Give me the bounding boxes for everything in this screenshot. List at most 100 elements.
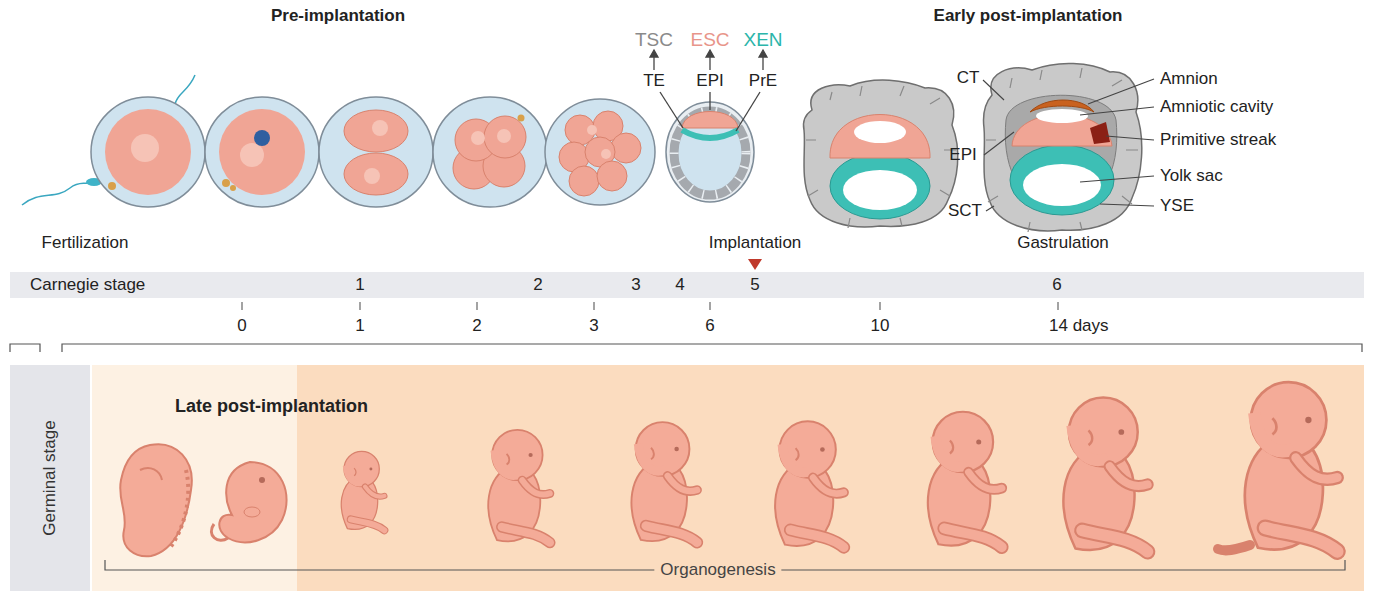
pronuclear-embryo [205,97,319,207]
implanted-embryo [830,115,930,159]
zygote [91,97,205,207]
germinal-stage-box: Germinal stage [10,365,90,591]
implanted-embryo [803,80,957,228]
gastrulating-embryo [986,68,1138,232]
implanted-embryo [843,170,917,210]
tissue-label: PrE [749,71,777,91]
fetus-figure [1063,398,1147,552]
stage-number: 1 [355,275,364,295]
morula [545,99,655,205]
early-somite-embryo [120,444,192,556]
blastocyst [674,111,746,195]
structure-label: Amniotic cavity [1160,97,1273,117]
gastrulating-embryo [983,63,1141,232]
event-label: Fertilization [42,233,129,253]
leader-lines [1080,107,1154,115]
panel-title: Late post-implantation [175,396,368,418]
morula [587,125,597,135]
fetus-figure [928,412,1002,547]
timeline-ticks [359,302,360,310]
implanted-embryo [806,86,956,228]
lineage-arrows [709,56,710,70]
sperm [22,183,88,205]
lineage-arrows [653,56,654,70]
two-cell-embryo [319,97,433,207]
early-somite-embryo [120,444,192,556]
lineage-arrows [736,92,760,131]
day-number: 0 [237,316,246,336]
structure-label: Amnion [1160,69,1218,89]
section-heading: Pre-implantation [271,6,405,26]
fetus-figure [488,430,550,543]
two-cell-embryo [344,153,408,195]
late-stage-panel: Late post-implantationOrganogenesis [92,365,1364,591]
lineage-arrows [650,50,658,57]
stage-number: 4 [675,275,684,295]
section-heading: Early post-implantation [934,6,1123,26]
structure-label: Primitive streak [1160,130,1276,150]
tissue-label: CT [957,68,980,88]
morula [597,161,627,191]
gastrulating-embryo [1090,122,1110,144]
morula [545,99,655,205]
leader-lines [984,132,1014,155]
structure-label: Yolk sac [1160,166,1223,186]
morula [611,133,641,163]
gastrulating-embryo [1036,109,1088,123]
two-cell-embryo [372,120,388,136]
bracket-label: Organogenesis [654,560,781,580]
day-number: 3 [589,316,598,336]
day-number: 6 [705,316,714,336]
timeline-ticks [1057,302,1058,310]
band-fills [10,365,90,591]
sperm [22,75,195,205]
implanted-embryo [803,80,957,227]
implanted-embryo [854,121,906,143]
two-cell-embryo [319,97,433,207]
structure-label: YSE [1160,196,1194,216]
leader-lines [1100,204,1154,206]
lineage-arrows [759,50,767,57]
gastrulating-embryo [1023,164,1101,206]
zygote [108,182,116,190]
blastocyst [666,102,754,202]
band-fills [10,272,1364,591]
stage-bracket [10,344,1362,352]
leader-lines [1106,136,1154,140]
early-somite-embryo [170,470,188,548]
blastocyst [666,102,754,202]
fetus-figure [631,422,697,542]
stem-cell-label: ESC [690,29,729,52]
day-number: 1 [355,316,364,336]
timeline-ticks [241,302,242,310]
blastocyst [682,130,738,138]
stage-number: 2 [533,275,542,295]
blastocyst [682,112,738,129]
pronuclear-embryo [240,143,264,167]
curled-embryo [259,477,265,483]
timeline-ticks [879,302,880,310]
fetus-figure [1245,382,1337,551]
fetus-figure [775,421,844,547]
curled-embryo [244,507,260,517]
pronuclear-embryo [230,185,236,191]
timeline-ticks [242,302,1058,310]
leader-lines [986,206,994,211]
fetus-figure [341,451,384,530]
morula [569,166,599,196]
four-cell-embryo [471,131,485,145]
pronuclear-embryo [254,130,270,146]
pronuclear-embryo [205,97,319,207]
leader-lines [983,80,1004,100]
zygote [105,109,191,195]
event-label: Implantation [709,233,802,253]
two-cell-embryo [364,168,380,184]
four-cell-embryo [484,116,526,158]
leader-lines [983,79,1154,211]
lineage-arrows [660,92,683,128]
blastocyst [674,111,746,195]
implanted-embryo [830,153,930,219]
curled-embryo [211,462,286,542]
